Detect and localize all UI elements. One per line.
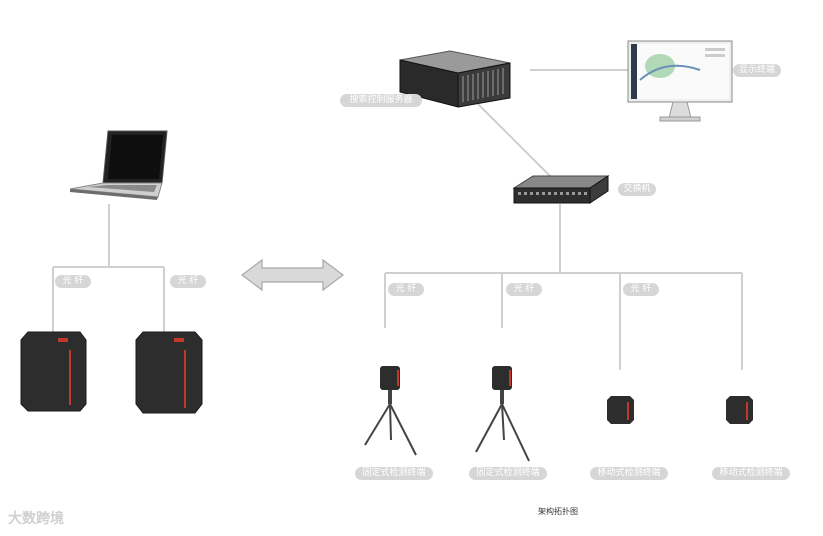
fixed-terminal-1-icon: [364, 366, 417, 456]
fiber-label-right-2: 光 纤: [506, 283, 542, 296]
fiber-label-left-2: 光 纤: [170, 275, 206, 288]
fixed-terminal-2-icon: [475, 366, 530, 462]
mobile-terminal-2-label: 移动式检测终端: [712, 467, 790, 480]
switch-label: 交换机: [618, 183, 656, 196]
left-device-1: [20, 331, 87, 412]
fiber-label-right-1: 光 纤: [388, 283, 424, 296]
connection-lines: [52, 69, 743, 370]
laptop-icon: [69, 130, 168, 200]
left-device-2: [135, 331, 203, 414]
mobile-terminal-2-icon: [726, 396, 753, 424]
server-label: 搜索控制服务器: [340, 94, 422, 107]
fixed-terminal-2-label: 固定式检测终端: [469, 467, 547, 480]
fixed-terminal-1-label: 固定式检测终端: [355, 467, 433, 480]
mobile-terminal-1-icon: [607, 396, 634, 424]
display-monitor-icon: [627, 40, 733, 122]
display-label: 显示终端: [733, 64, 781, 77]
double-arrow-icon: [241, 258, 344, 292]
watermark-logo: 大数跨境: [8, 511, 64, 527]
server-switch-link: [477, 103, 553, 179]
network-switch-icon: [512, 175, 610, 204]
fiber-label-left-1: 光 纤: [55, 275, 91, 288]
fiber-label-right-3: 光 纤: [623, 283, 659, 296]
diagram-title: 架构拓扑图: [538, 507, 578, 516]
mobile-terminal-1-label: 移动式检测终端: [590, 467, 668, 480]
